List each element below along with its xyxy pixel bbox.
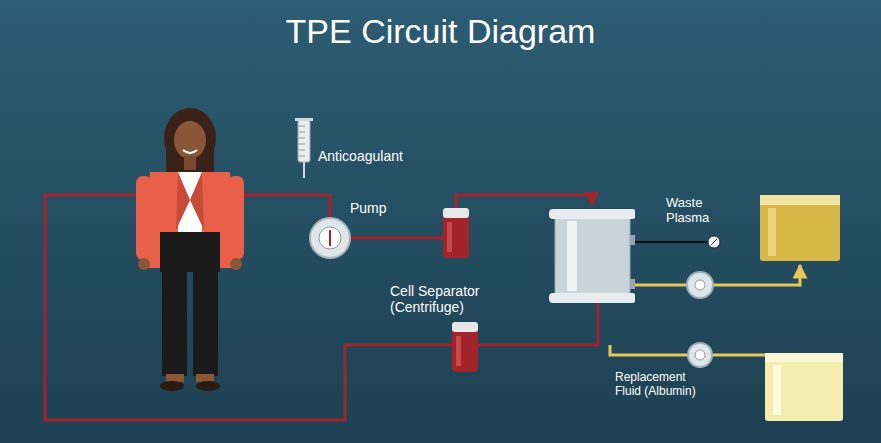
blood-pump: Pump: [300, 200, 400, 262]
node-label: Cell Separator (Centrifuge): [390, 283, 550, 315]
waste-gauge: [708, 236, 720, 248]
draw-tube: [230, 195, 330, 218]
patient-figure: [136, 108, 244, 391]
waste-gauge-line: [632, 241, 708, 243]
tube-connector: [635, 265, 800, 285]
node-label: Replacement Fluid (Albumin): [615, 371, 715, 399]
blood-bag-upper: [443, 208, 469, 258]
anticoagulant-syringe: Anticoagulant: [290, 118, 470, 183]
return-tube: [45, 195, 598, 420]
diagram-title: TPE Circuit Diagram: [0, 12, 881, 51]
plasma-pump: [687, 272, 713, 298]
node-label: Pump: [350, 200, 387, 216]
waste-container: Waste Plasma: [660, 190, 845, 265]
pump-outlet-tube: [350, 237, 400, 240]
plasma-pump-rotor: [695, 280, 705, 290]
blood-bag-lower: [452, 322, 478, 372]
replacement-pump: [688, 343, 712, 367]
replacement-container: Replacement Fluid (Albumin): [615, 345, 850, 427]
node-label: Anticoagulant: [318, 148, 403, 164]
gauge-needle: [711, 239, 717, 245]
cell-separator: Cell Separator (Centrifuge): [385, 205, 635, 320]
node-label: Waste Plasma: [666, 196, 736, 226]
replacement-pump-rotor: [695, 350, 705, 360]
